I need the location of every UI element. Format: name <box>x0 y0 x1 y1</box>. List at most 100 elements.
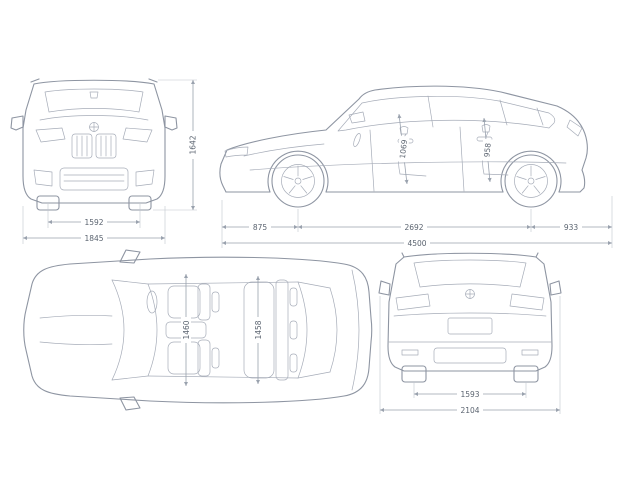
dim-label-bg <box>404 238 430 248</box>
headlight-left <box>35 127 66 143</box>
dim-rear-track: 1593 <box>460 390 479 399</box>
dim-wheelbase: 2692 <box>404 223 423 232</box>
taillight-left <box>395 293 431 311</box>
side-view: 1069 958 875 2692 933 4500 <box>219 85 613 248</box>
side-intake-left <box>33 169 53 187</box>
front-body-outline <box>22 79 166 204</box>
mirror-top-left <box>119 249 141 264</box>
rear-body-outline <box>387 252 553 372</box>
quarter-window-divider <box>536 107 544 126</box>
c-pillars-top <box>297 281 331 379</box>
rear-interior-width-dimension: 1458 <box>253 276 263 384</box>
diffuser <box>433 347 507 364</box>
side-mirror-left <box>10 115 24 131</box>
reflector-right <box>521 349 539 356</box>
rear-window <box>413 259 527 288</box>
dim-label-bg <box>81 233 107 243</box>
mirror-rear-left <box>378 280 391 296</box>
dim-label-bg <box>181 317 191 343</box>
hood-creases <box>39 314 113 346</box>
dim-label-bg <box>560 222 582 232</box>
side-mirror <box>348 111 366 124</box>
mirror-width-dimension: 2104 <box>379 296 561 415</box>
mirror-top-right <box>119 396 141 411</box>
liftgate-edge <box>329 287 338 373</box>
dim-rear-interior-width: 1458 <box>254 320 263 339</box>
dim-label-bg <box>81 217 107 227</box>
dim-label-bg <box>188 131 198 159</box>
front-headroom-dimension: 1069 <box>396 113 410 185</box>
dim-front-width: 1845 <box>84 234 103 243</box>
dim-front-interior-width: 1460 <box>182 320 191 339</box>
hood-line <box>39 115 149 121</box>
a-pillars-top <box>111 279 149 381</box>
headlight-right <box>122 127 153 143</box>
front-door-seam <box>369 129 375 192</box>
brand-roundel-rear <box>465 289 475 299</box>
rear-headroom-dimension: 958 <box>480 117 494 183</box>
dim-label-bg <box>457 405 483 415</box>
dim-front-overhang: 875 <box>253 223 268 232</box>
rearview-mirror <box>89 91 99 99</box>
dim-label-bg <box>457 389 483 399</box>
side-intake-right <box>135 169 155 187</box>
rear-window-edge <box>297 281 308 379</box>
side-crease <box>249 161 567 171</box>
front-view: 1592 1845 1642 <box>10 78 198 244</box>
dim-label-bg <box>249 222 271 232</box>
front-interior-width-dimension: 1460 <box>181 274 191 386</box>
dim-label-bg <box>396 135 410 163</box>
windshield <box>44 88 144 113</box>
license-plate <box>447 317 493 335</box>
dim-label-bg <box>480 138 494 162</box>
front-width-dimension: 1845 <box>22 206 166 244</box>
rear-bench-top <box>243 279 298 381</box>
rear-track-dimension: 1593 <box>413 382 527 399</box>
roof-front-edge <box>147 283 158 377</box>
b-pillar <box>427 95 434 128</box>
top-body-outline <box>23 256 373 404</box>
tailgate-seam <box>393 312 547 317</box>
lower-intake <box>59 167 129 191</box>
dim-front-headroom: 1069 <box>398 139 409 159</box>
dim-width-incl-mirrors: 2104 <box>460 406 479 415</box>
roof-rails <box>30 78 158 83</box>
hood-crease <box>243 143 325 157</box>
reflector-left <box>401 349 419 356</box>
rear-view: 1593 2104 <box>378 252 562 415</box>
rear-bumper-edge <box>351 269 360 391</box>
roof-rails-rear <box>401 252 539 258</box>
dim-rear-headroom: 958 <box>482 142 492 157</box>
taillight-right <box>509 293 545 311</box>
cowl-line <box>111 279 125 381</box>
rear-view-drawing <box>378 252 562 383</box>
dim-rear-overhang: 933 <box>564 223 579 232</box>
rear-tire-left <box>401 365 427 383</box>
mirror-rear-right <box>549 280 562 296</box>
top-view: 1460 1458 <box>23 249 373 411</box>
c-pillar <box>499 99 508 126</box>
front-view-drawing <box>10 78 178 211</box>
rear-tire-right <box>513 365 539 383</box>
dim-overall-length: 4500 <box>407 239 426 248</box>
rear-door-seam <box>459 126 465 192</box>
dim-label-bg <box>253 317 263 343</box>
dim-height: 1642 <box>189 135 198 154</box>
side-window-outline <box>337 95 556 132</box>
dim-label-bg <box>401 222 427 232</box>
rear-wheel-arch <box>500 150 562 193</box>
front-track-dimension: 1592 <box>47 204 141 228</box>
front-wheel <box>271 154 325 208</box>
roof-side-edges <box>147 281 299 379</box>
length-dimensions: 875 2692 933 4500 <box>221 196 613 248</box>
kidney-grille <box>71 133 117 159</box>
top-view-drawing <box>23 249 373 411</box>
brand-roundel <box>89 122 99 132</box>
height-dimension: 1642 <box>153 79 198 211</box>
side-body-outline <box>219 85 588 193</box>
front-wheel-arch <box>267 150 329 193</box>
dim-front-track: 1592 <box>84 218 103 227</box>
headlight-side <box>224 146 249 158</box>
